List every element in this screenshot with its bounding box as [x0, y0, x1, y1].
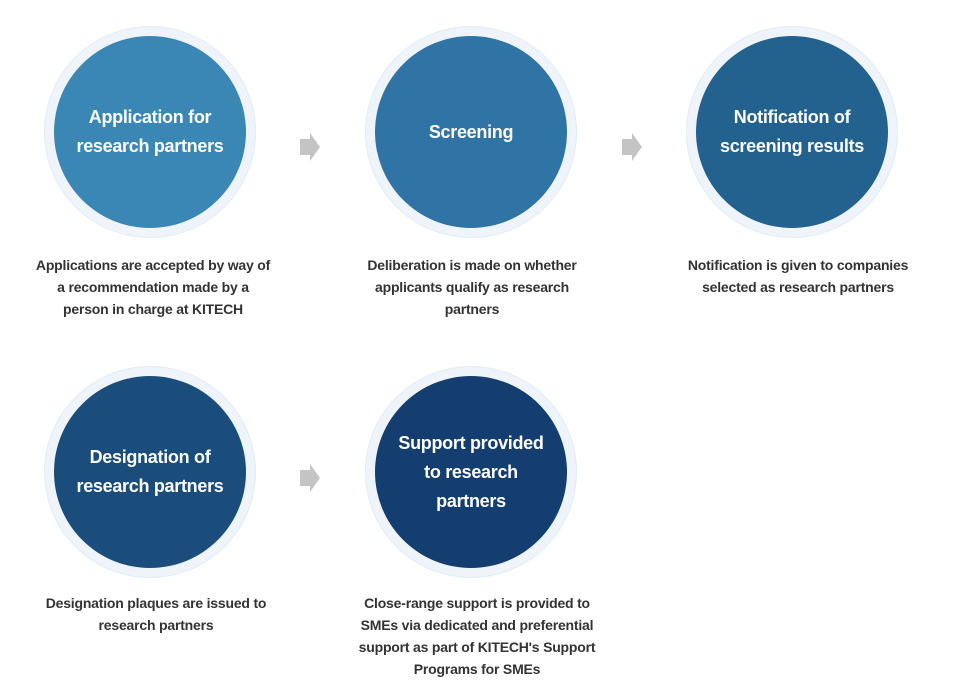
step-4-title: Designation of research partners: [76, 447, 224, 496]
step-3-circle-outer: Notification of screening results: [686, 26, 898, 238]
arrow-right-icon: [300, 464, 320, 492]
step-4-description: Designation plaques are issued to resear…: [45, 595, 267, 633]
step-1-title: Application for research partners: [76, 107, 224, 156]
step-3-description: Notification is given to companies selec…: [687, 257, 909, 295]
arrow-right-icon: [300, 133, 320, 161]
step-5-circle: Support provided to research partners: [375, 376, 567, 568]
step-4-circle-outer: Designation of research partners: [44, 366, 256, 578]
step-3-circle: Notification of screening results: [696, 36, 888, 228]
step-2-circle: Screening: [375, 36, 567, 228]
step-1-circle-outer: Application for research partners: [44, 26, 256, 238]
step-5-description: Close-range support is provided to SMEs …: [358, 595, 596, 677]
step-1-circle: Application for research partners: [54, 36, 246, 228]
step-5-circle-outer: Support provided to research partners: [365, 366, 577, 578]
step-2-title: Screening: [428, 121, 514, 142]
step-1-description: Applications are accepted by way of a re…: [35, 257, 271, 317]
step-2-description: Deliberation is made on whether applican…: [367, 257, 577, 317]
step-5-title: Support provided to research partners: [398, 432, 544, 511]
arrow-right-icon: [622, 133, 642, 161]
step-3-title: Notification of screening results: [720, 107, 864, 156]
step-4-circle: Designation of research partners: [54, 376, 246, 568]
step-2-circle-outer: Screening: [365, 26, 577, 238]
